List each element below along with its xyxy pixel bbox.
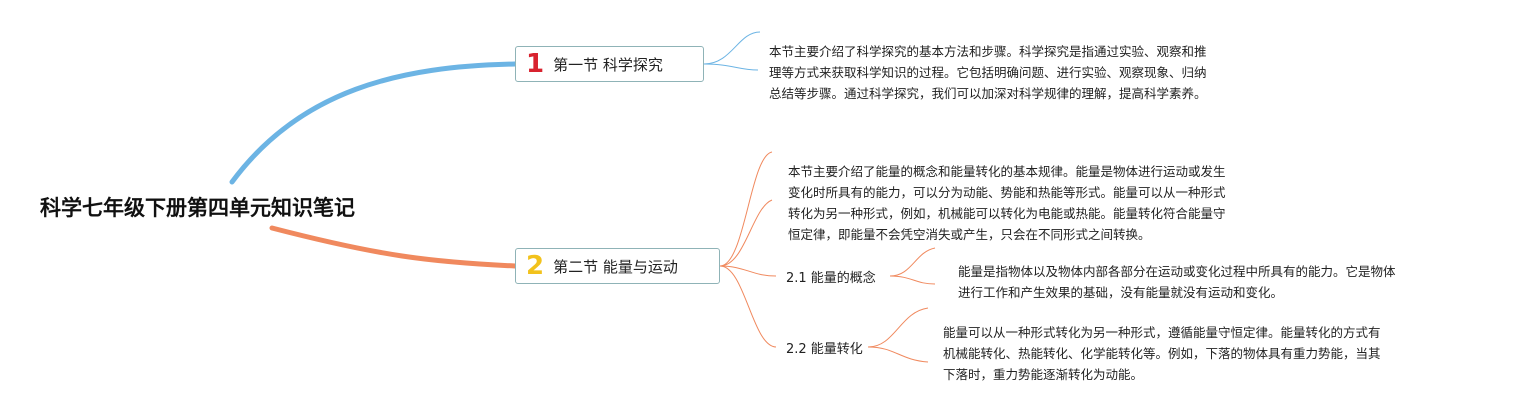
branch-node-section-1[interactable]: 1 第一节 科学探究 <box>515 46 704 82</box>
branch-2-connector-sub2 <box>719 265 777 348</box>
branch-1-note-connector-lower <box>703 63 759 71</box>
number-1-icon: 1 <box>526 49 545 79</box>
root-to-branch-1-line <box>229 61 518 185</box>
root-to-branch-2-line <box>269 225 518 269</box>
note-line: 变化时所具有的能力，可以分为动能、势能和热能等形式。能量可以从一种形式 <box>788 185 1226 200</box>
note-line: 下落时，重力势能逐渐转化为动能。 <box>943 367 1144 382</box>
note-line: 能量可以从一种形式转化为另一种形式，遵循能量守恒定律。能量转化的方式有 <box>943 325 1381 340</box>
note-line: 进行工作和产生效果的基础，没有能量就没有运动和变化。 <box>958 285 1284 300</box>
branch-2-connector-sub1 <box>719 265 777 277</box>
branch-1-note: 本节主要介绍了科学探究的基本方法和步骤。科学探究是指通过实验、观察和推 理等方式… <box>769 41 1207 104</box>
subtopic-2-2[interactable]: 2.2 能量转化 <box>786 342 863 357</box>
note-line: 总结等步骤。通过科学探究，我们可以加深对科学规律的理解，提高科学素养。 <box>769 86 1207 101</box>
note-line: 本节主要介绍了能量的概念和能量转化的基本规律。能量是物体进行运动或发生 <box>788 164 1226 179</box>
sub1-to-note-connector-lower <box>889 275 936 285</box>
branch-node-section-2[interactable]: 2 第二节 能量与运动 <box>515 248 720 284</box>
note-line: 恒定律，即能量不会凭空消失或产生，只会在不同形式之间转换。 <box>788 227 1151 242</box>
subtopic-2-1-note: 能量是指物体以及物体内部各部分在运动或变化过程中所具有的能力。它是物体 进行工作… <box>958 261 1396 303</box>
branch-2-connector-top <box>719 151 773 267</box>
note-line: 理等方式来获取科学知识的过程。它包括明确问题、进行实验、观察现象、归纳 <box>769 65 1207 80</box>
subtopic-2-2-note: 能量可以从一种形式转化为另一种形式，遵循能量守恒定律。能量转化的方式有 机械能转… <box>943 322 1381 385</box>
root-topic[interactable]: 科学七年级下册第四单元知识笔记 <box>40 196 355 220</box>
note-line: 转化为另一种形式，例如，机械能可以转化为电能或热能。能量转化符合能量守 <box>788 206 1226 221</box>
branch-2-connector-note <box>719 199 773 267</box>
branch-2-note: 本节主要介绍了能量的概念和能量转化的基本规律。能量是物体进行运动或发生 变化时所… <box>788 161 1226 245</box>
branch-2-title: 第二节 能量与运动 <box>553 257 678 276</box>
number-2-icon: 2 <box>526 251 545 281</box>
subtopic-2-1[interactable]: 2.1 能量的概念 <box>786 271 876 286</box>
branch-1-note-connector <box>703 31 761 65</box>
sub2-to-note-connector-lower <box>867 346 929 363</box>
note-line: 本节主要介绍了科学探究的基本方法和步骤。科学探究是指通过实验、观察和推 <box>769 44 1207 59</box>
sub2-to-note-connector <box>867 307 929 348</box>
sub1-to-note-connector <box>889 247 936 277</box>
branch-1-title: 第一节 科学探究 <box>553 55 663 74</box>
note-line: 机械能转化、热能转化、化学能转化等。例如，下落的物体具有重力势能，当其 <box>943 346 1381 361</box>
note-line: 能量是指物体以及物体内部各部分在运动或变化过程中所具有的能力。它是物体 <box>958 264 1396 279</box>
